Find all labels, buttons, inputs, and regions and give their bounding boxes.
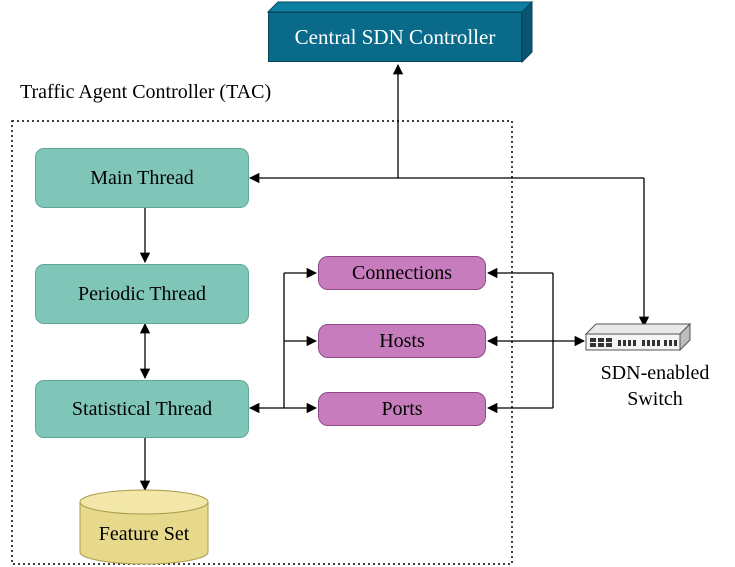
switch-label-line2: Switch [627, 388, 683, 410]
main-thread-box[interactable]: Main Thread [35, 148, 249, 208]
ports-label: Ports [381, 397, 423, 420]
feature-set-label: Feature Set [98, 523, 190, 545]
connections-label: Connections [352, 261, 452, 284]
periodic-thread-label: Periodic Thread [78, 282, 206, 305]
hosts-box[interactable]: Hosts [318, 324, 486, 358]
connections-box[interactable]: Connections [318, 256, 486, 290]
switch-label-line1: SDN-enabled [600, 362, 710, 384]
switch-label: SDN-enabled Switch [600, 360, 710, 412]
statistical-thread-label: Statistical Thread [71, 397, 213, 420]
central-sdn-controller-label: Central SDN Controller [294, 24, 496, 49]
main-thread-label: Main Thread [90, 166, 194, 189]
central-controller-side-face [521, 0, 533, 64]
hosts-label: Hosts [379, 329, 425, 352]
central-sdn-controller[interactable]: Central SDN Controller [268, 12, 522, 62]
feature-set-cylinder [79, 489, 209, 565]
statistical-thread-box[interactable]: Statistical Thread [35, 380, 249, 438]
ports-box[interactable]: Ports [318, 392, 486, 426]
periodic-thread-box[interactable]: Periodic Thread [35, 264, 249, 324]
tac-title: Traffic Agent Controller (TAC) [20, 81, 272, 103]
switch-icon [584, 322, 692, 352]
central-controller-top-face [266, 1, 534, 13]
